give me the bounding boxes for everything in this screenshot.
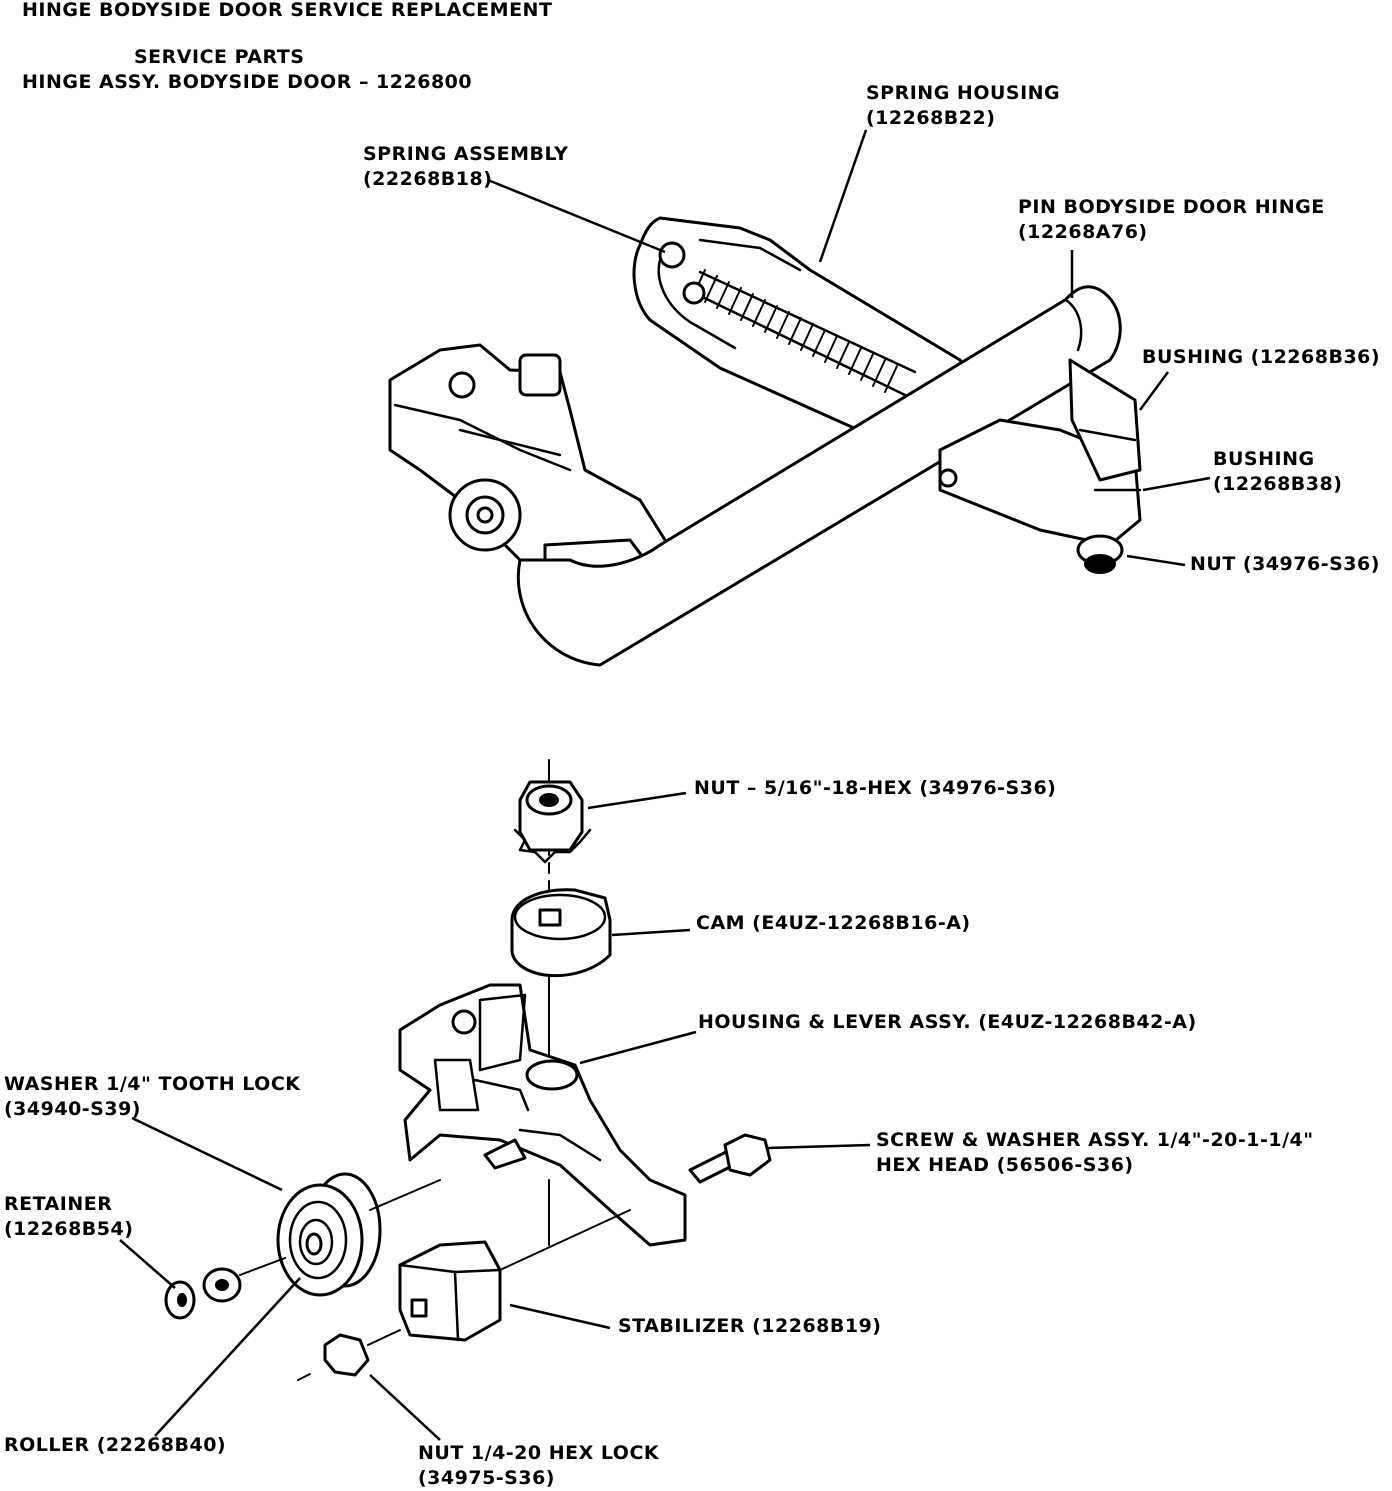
label-spring-housing-name: SPRING HOUSING (866, 82, 1061, 104)
label-pin-name: PIN BODYSIDE DOOR HINGE (1018, 196, 1325, 218)
diagram-subtitle-hinge-assy: HINGE ASSY. BODYSIDE DOOR – 1226800 (22, 71, 473, 93)
label-bushing-12268b36: BUSHING (12268B36) (1142, 346, 1381, 368)
label-spring-assembly: SPRING ASSEMBLY (22268B18) (363, 142, 568, 192)
label-spring-assembly-part: (22268B18) (363, 168, 493, 190)
label-washer-name: WASHER 1/4" TOOTH LOCK (4, 1073, 301, 1095)
stabilizer-drawing (398, 1209, 631, 1342)
label-nut-hex-lock: NUT 1/4-20 HEX LOCK (34975-S36) (418, 1441, 659, 1491)
label-retainer-part: (12268B54) (4, 1218, 134, 1240)
spring-coil-drawing (658, 241, 917, 397)
cam-drawing (510, 888, 612, 978)
housing-lever-bottom-drawing (398, 983, 687, 1247)
nut-hex-drawing (513, 780, 592, 864)
bottom-leader-lines (119, 791, 871, 1441)
label-spring-assembly-name: SPRING ASSEMBLY (363, 143, 569, 165)
label-nut-lock-part: (34975-S36) (418, 1467, 555, 1489)
label-pin-bodyside-door-hinge: PIN BODYSIDE DOOR HINGE (12268A76) (1018, 195, 1325, 245)
label-retainer: RETAINER (12268B54) (4, 1192, 133, 1242)
top-leader-lines (487, 129, 1211, 567)
retainer-drawing (164, 1257, 286, 1320)
nut-lock-drawing (297, 1329, 401, 1381)
label-nut-hex: NUT – 5/16"-18-HEX (34976-S36) (694, 777, 1057, 799)
diagram-title: HINGE BODYSIDE DOOR SERVICE REPLACEMENT (22, 0, 553, 21)
label-housing-lever-assy: HOUSING & LEVER ASSY. (E4UZ-12268B42-A) (698, 1011, 1197, 1033)
label-washer-part: (34940-S39) (4, 1098, 141, 1120)
label-screw-washer-name: SCREW & WASHER ASSY. 1/4"-20-1-1/4" (876, 1129, 1314, 1151)
label-retainer-name: RETAINER (4, 1193, 113, 1215)
label-roller: ROLLER (22268B40) (4, 1434, 227, 1456)
label-spring-housing-part: (12268B22) (866, 107, 996, 129)
hinge-pin-drawing (516, 285, 1122, 667)
label-bushing-2-part: (12268B38) (1213, 473, 1343, 495)
diagram-subtitle-service-parts: SERVICE PARTS (134, 46, 305, 68)
label-stabilizer: STABILIZER (12268B19) (618, 1315, 882, 1337)
screw-washer-drawing (688, 1133, 772, 1184)
washer-drawing (202, 1267, 242, 1303)
label-screw-washer-assy: SCREW & WASHER ASSY. 1/4"-20-1-1/4" HEX … (876, 1128, 1314, 1178)
label-bushing-12268b38: BUSHING (12268B38) (1213, 447, 1342, 497)
label-nut-lock-name: NUT 1/4-20 HEX LOCK (418, 1442, 660, 1464)
label-nut-top: NUT (34976-S36) (1190, 553, 1380, 575)
label-cam: CAM (E4UZ-12268B16-A) (696, 912, 971, 934)
roller-drawing (276, 1172, 441, 1297)
label-washer-tooth-lock: WASHER 1/4" TOOTH LOCK (34940-S39) (4, 1072, 301, 1122)
right-bracket-drawing (938, 358, 1142, 574)
label-spring-housing: SPRING HOUSING (12268B22) (866, 81, 1060, 131)
label-bushing-2-name: BUSHING (1213, 448, 1315, 470)
label-pin-part: (12268A76) (1018, 221, 1148, 243)
label-screw-washer-part: HEX HEAD (56506-S36) (876, 1154, 1134, 1176)
